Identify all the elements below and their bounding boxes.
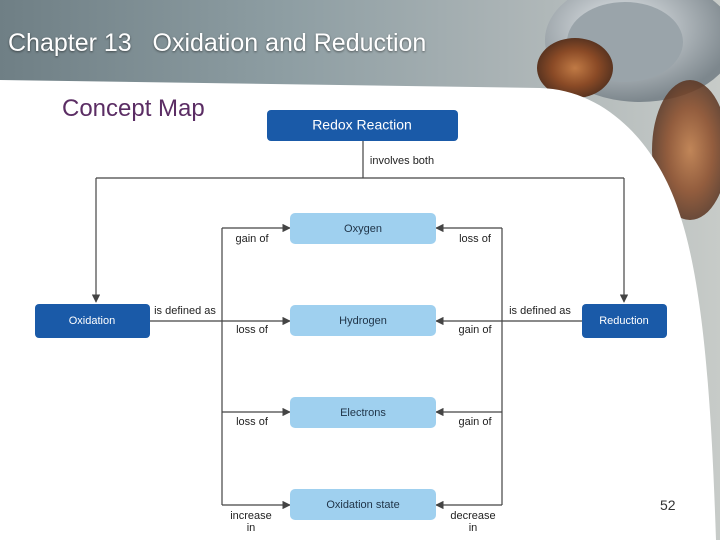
- redox-reaction-label: Redox Reaction: [312, 117, 412, 133]
- rust-patch: [652, 80, 720, 220]
- left-arrows: [222, 223, 291, 510]
- oxidation-box: [35, 304, 150, 338]
- right-label-electrons: gain of: [458, 416, 492, 428]
- left-edge-labels: gain of loss of loss of increase in: [230, 233, 272, 534]
- left-label-hydrogen: loss of: [236, 324, 269, 336]
- right-edge-labels: loss of gain of gain of decrease in: [450, 233, 495, 534]
- oxygen-label: Oxygen: [344, 223, 382, 235]
- left-label-electrons: loss of: [236, 416, 269, 428]
- left-label-state-line1: increase: [230, 510, 272, 522]
- rust-bolt: [537, 38, 613, 98]
- right-label-oxygen: loss of: [459, 233, 492, 245]
- left-label-oxygen: gain of: [235, 233, 269, 245]
- page-number: 52: [660, 497, 676, 513]
- right-label-state-line1: decrease: [450, 510, 495, 522]
- oxygen-box: [290, 213, 436, 244]
- left-label-state-line2: in: [247, 522, 256, 534]
- reduction-label: Reduction: [599, 315, 649, 327]
- electrons-box: [290, 397, 436, 428]
- involves-both-label: involves both: [370, 155, 434, 167]
- hydrogen-box: [290, 305, 436, 336]
- right-label-hydrogen: gain of: [458, 324, 492, 336]
- oxidation-state-box: [290, 489, 436, 520]
- right-defined-as-label: is defined as: [509, 305, 571, 317]
- left-defined-as-label: is defined as: [154, 305, 216, 317]
- hydrogen-label: Hydrogen: [339, 315, 387, 327]
- right-label-state-line2: in: [469, 522, 478, 534]
- chapter-title: Chapter 13 Oxidation and Reduction: [8, 29, 427, 57]
- concept-map-title: Concept Map: [62, 95, 205, 122]
- oxidation-state-label: Oxidation state: [326, 499, 399, 511]
- center-boxes: Oxygen Hydrogen Electrons Oxidation stat…: [290, 213, 436, 520]
- right-arrows: [435, 223, 502, 510]
- electrons-label: Electrons: [340, 407, 386, 419]
- oxidation-label: Oxidation: [69, 315, 115, 327]
- reduction-box: [582, 304, 667, 338]
- redox-reaction-box: [267, 110, 458, 141]
